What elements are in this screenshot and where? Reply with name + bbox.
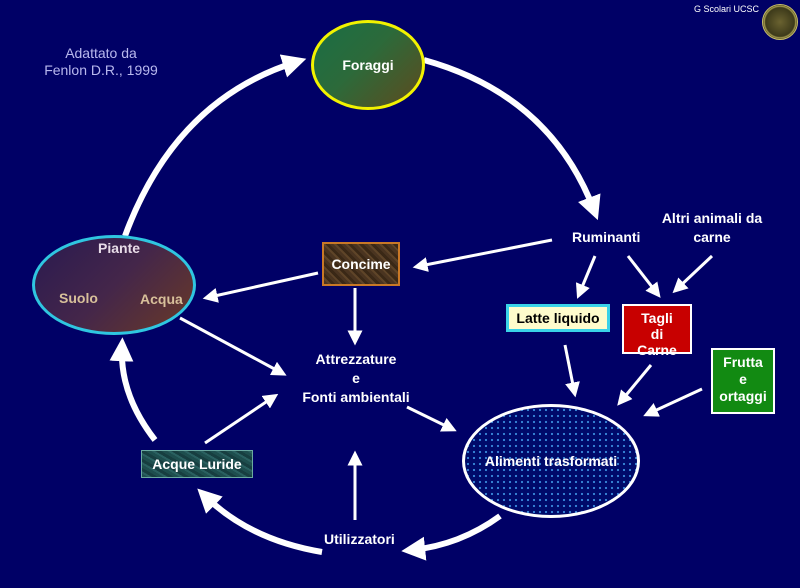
concime-label: Concime [331, 256, 391, 272]
arrow-acque-to-piante [109, 337, 158, 442]
arrow-ruminanti-to-latte [575, 255, 597, 299]
node-tagli-di-carne [622, 304, 692, 354]
author-signature: G Scolari UCSC [694, 4, 760, 14]
node-alimenti-trasformati: Alimenti trasformati [462, 404, 640, 518]
university-seal-icon [762, 4, 798, 40]
node-foraggi: Foraggi [311, 20, 425, 110]
altri-animali-line-2: carne [693, 229, 731, 245]
suolo-label: Suolo [59, 290, 98, 306]
credit-line-2: Fenlon D.R., 1999 [44, 62, 158, 78]
arrow-foraggi-to-ruminanti [423, 57, 601, 221]
node-attrezzature: Attrezzature e Fonti ambientali [280, 350, 432, 407]
arrow-latte-to-alimenti [563, 344, 580, 398]
node-frutta-ortaggi [711, 348, 775, 414]
node-latte-liquido: Latte liquido [506, 304, 610, 332]
arrow-alimenti-to-utilizzatori [401, 513, 502, 561]
arrow-frutta-to-alimenti [643, 387, 703, 417]
arrow-utilizzatori-to-acque [197, 488, 323, 555]
node-piante [32, 235, 196, 335]
frutta-line-3: ortaggi [719, 388, 767, 404]
credit-text: Adattato da Fenlon D.R., 1999 [26, 45, 176, 79]
node-altri-animali: Altri animali da carne [652, 209, 772, 247]
frutta-line-1: Frutta [723, 354, 763, 370]
tagli-line-1: Tagli [641, 310, 673, 326]
arrow-ruminanti-to-concime [412, 238, 553, 272]
arrow-altri-to-tagli [672, 254, 714, 294]
foraggi-label: Foraggi [342, 57, 394, 73]
attrezzature-line-3: Fonti ambientali [302, 389, 410, 405]
alimenti-label: Alimenti trasformati [484, 453, 618, 469]
arrow-attrezzature-to-alimenti [406, 405, 457, 432]
piante-label: Piante [98, 240, 141, 256]
frutta-line-2: e [739, 371, 747, 387]
arrow-piante-to-foraggi [122, 54, 307, 238]
latte-liquido-label: Latte liquido [516, 310, 600, 326]
credit-line-1: Adattato da [65, 45, 137, 61]
node-acque-luride: Acque Luride [141, 450, 253, 478]
acqua-label: Acqua [140, 291, 183, 307]
arrow-concime-to-piante [202, 271, 319, 303]
arrow-ruminanti-to-tagli [626, 255, 661, 298]
attrezzature-line-2: e [352, 370, 360, 386]
node-utilizzatori: Utilizzatori [324, 531, 395, 547]
frutta-ortaggi-text: Frutta e ortaggi [711, 354, 775, 405]
arrow-piante-to-attrezzature [179, 316, 287, 376]
tagli-line-3: Carne [637, 342, 677, 358]
node-concime: Concime [322, 242, 400, 286]
tagli-di-carne-text: Tagli di Carne [622, 310, 692, 358]
attrezzature-line-1: Attrezzature [315, 351, 397, 367]
tagli-line-2: di [650, 326, 664, 342]
altri-animali-line-1: Altri animali da [661, 210, 763, 226]
node-ruminanti: Ruminanti [572, 229, 641, 245]
arrow-tagli-to-alimenti [617, 364, 653, 406]
acque-luride-label: Acque Luride [152, 456, 242, 472]
arrow-acque-to-attrezzature [204, 393, 279, 445]
